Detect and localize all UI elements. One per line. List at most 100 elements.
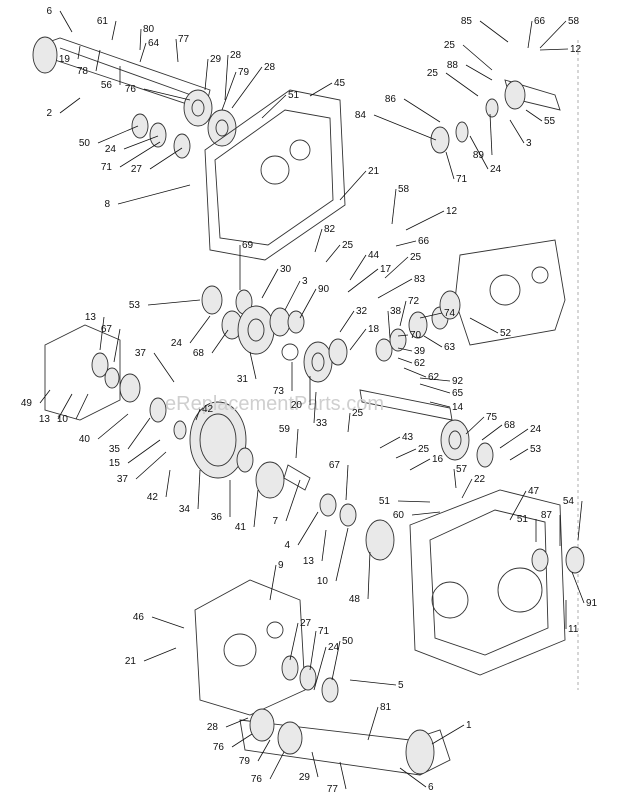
leader-line-45 (309, 82, 333, 97)
leader-line-25 (445, 72, 479, 97)
callout-label-64: 64 (148, 38, 160, 49)
callout-label-77: 77 (327, 784, 339, 795)
callout-label-45: 45 (334, 78, 346, 89)
callout-label-24: 24 (171, 338, 183, 349)
callout-label-10: 10 (57, 414, 69, 425)
leader-line-90 (299, 288, 317, 319)
leader-line-40 (97, 413, 129, 440)
callout-label-10: 10 (317, 576, 329, 587)
leader-line-28 (225, 717, 249, 728)
leader-line-53 (147, 299, 201, 306)
lower-housing-46 (194, 579, 306, 716)
callout-label-56: 56 (101, 80, 113, 91)
leader-line-37 (153, 352, 175, 383)
callout-label-31: 31 (237, 374, 249, 385)
leader-line-19 (77, 45, 81, 60)
leader-line-75 (465, 416, 485, 435)
leader-line-79 (257, 739, 271, 762)
leader-line-28 (224, 54, 229, 101)
leader-line-13 (321, 529, 327, 562)
leader-line-83 (377, 278, 413, 299)
leader-line-47 (509, 490, 527, 521)
leader-line-78 (95, 49, 101, 72)
callout-label-47: 47 (528, 486, 540, 497)
callout-label-42: 42 (147, 492, 159, 503)
main-housing-47 (409, 489, 585, 676)
callout-label-77: 77 (178, 34, 190, 45)
callout-label-13: 13 (303, 556, 315, 567)
leader-line-67 (113, 328, 121, 363)
leader-line-50 (97, 125, 139, 144)
leader-line-31 (249, 351, 257, 380)
leader-line-86 (403, 98, 441, 123)
watermark: eReplacementParts.com (165, 393, 384, 415)
callout-label-15: 15 (109, 458, 121, 469)
callout-label-71: 71 (456, 174, 468, 185)
callout-label-41: 41 (235, 522, 247, 533)
callout-label-68: 68 (193, 348, 205, 359)
leader-line-55 (525, 109, 543, 122)
leader-line-25 (384, 256, 409, 279)
leader-line-80 (139, 28, 142, 51)
callout-label-1: 1 (466, 720, 472, 731)
callout-label-9: 9 (278, 560, 284, 571)
leader-line-7 (285, 479, 301, 522)
callout-label-48: 48 (349, 594, 361, 605)
leader-line-72 (399, 300, 407, 327)
callout-label-38: 38 (390, 306, 402, 317)
callout-label-14: 14 (452, 402, 464, 413)
callout-label-67: 67 (329, 460, 341, 471)
callout-label-16: 16 (432, 454, 444, 465)
callout-label-90: 90 (318, 284, 330, 295)
leader-line-74 (419, 312, 443, 319)
callout-label-87: 87 (541, 510, 553, 521)
callout-label-76: 76 (213, 742, 225, 753)
callout-label-11: 11 (568, 624, 579, 635)
leader-line-28 (231, 66, 263, 109)
callout-label-88: 88 (447, 60, 459, 71)
callout-label-27: 27 (300, 618, 312, 629)
leader-line-77 (339, 761, 347, 790)
callout-label-57: 57 (456, 464, 468, 475)
callout-label-78: 78 (77, 66, 89, 77)
callout-label-51: 51 (379, 496, 391, 507)
leader-line-15 (127, 439, 161, 464)
callout-label-39: 39 (414, 346, 426, 357)
leader-line-91 (571, 571, 585, 604)
callout-label-12: 12 (570, 44, 582, 55)
leader-line-33 (313, 391, 317, 424)
callout-label-58: 58 (398, 184, 410, 195)
callout-label-4: 4 (284, 540, 290, 551)
leader-line-27 (289, 622, 299, 661)
callout-label-28: 28 (230, 50, 242, 61)
callout-label-43: 43 (402, 432, 414, 443)
callout-label-91: 91 (586, 598, 598, 609)
leader-line-77 (175, 38, 179, 63)
callout-label-30: 30 (280, 264, 292, 275)
leader-line-51 (397, 500, 431, 503)
callout-label-54: 54 (563, 496, 575, 507)
callout-label-12: 12 (446, 206, 458, 217)
leader-line-1 (431, 724, 465, 745)
leader-line-17 (347, 268, 379, 293)
leader-line-14 (429, 401, 451, 408)
leader-line-60 (411, 511, 441, 516)
leader-line-58 (539, 20, 567, 49)
callout-label-76: 76 (251, 774, 263, 785)
leader-line-71 (309, 630, 317, 671)
leader-line-65 (419, 383, 451, 394)
callout-label-24: 24 (530, 424, 542, 435)
leader-line-22 (461, 478, 473, 499)
callout-label-83: 83 (414, 274, 426, 285)
leader-line-71 (119, 141, 161, 168)
leader-line-81 (367, 706, 379, 741)
callout-label-25: 25 (410, 252, 422, 263)
leader-line-42 (165, 469, 171, 498)
callout-label-53: 53 (530, 444, 542, 455)
leader-line-21 (339, 170, 367, 201)
leader-line-67 (345, 464, 349, 501)
callout-label-25: 25 (444, 40, 456, 51)
upper-axle-shaft (32, 36, 211, 111)
leader-line-79 (221, 71, 237, 111)
